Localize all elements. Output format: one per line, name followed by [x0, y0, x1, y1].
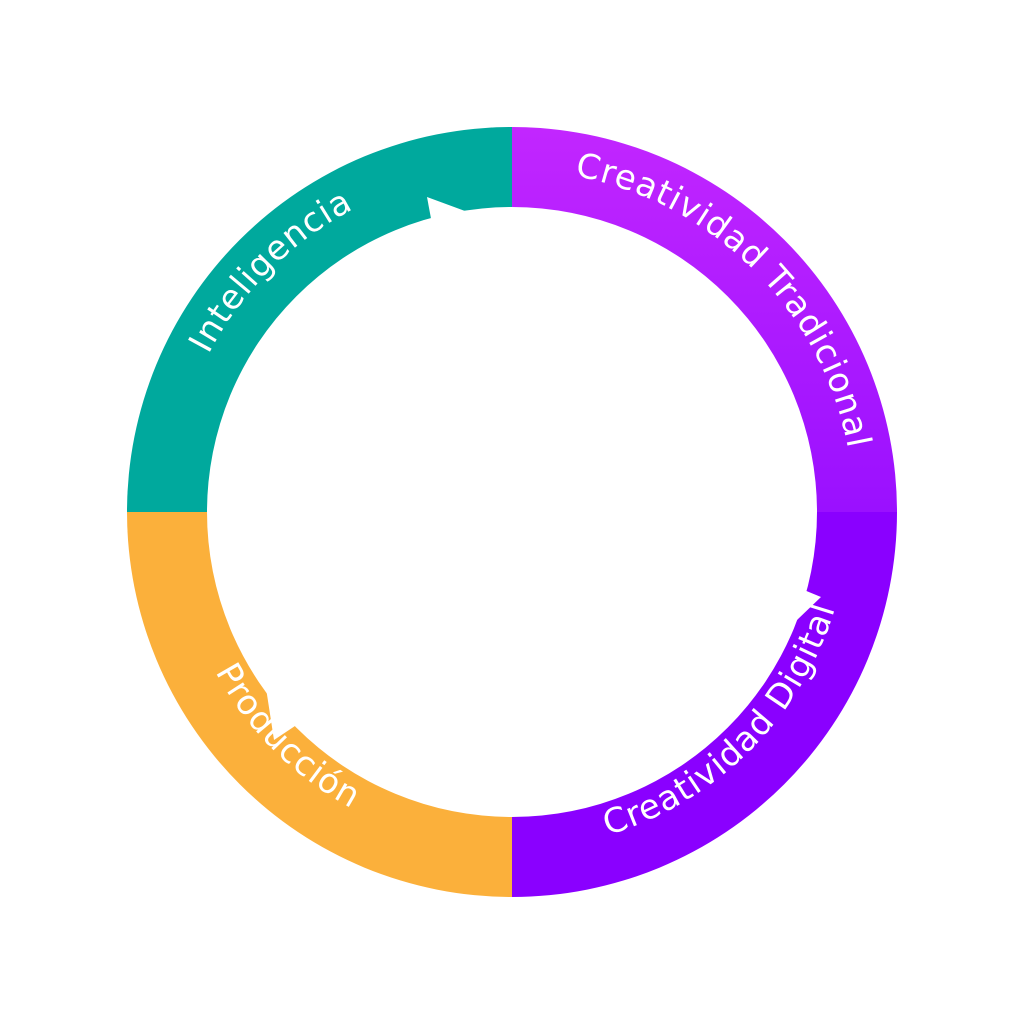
segment-creatividad-digital — [512, 512, 897, 897]
arrow-notch-icon — [790, 590, 821, 620]
segment-inteligencia — [127, 127, 512, 512]
segment-creatividad-tradicional — [512, 127, 897, 512]
arrow-notch-icon — [427, 197, 470, 230]
segment-produccion — [127, 512, 512, 897]
label-creatividad-tradicional: Creatividad Tradicional — [572, 145, 878, 451]
label-inteligencia: Inteligencia — [181, 181, 359, 359]
arrow-notch-icon — [266, 688, 298, 740]
